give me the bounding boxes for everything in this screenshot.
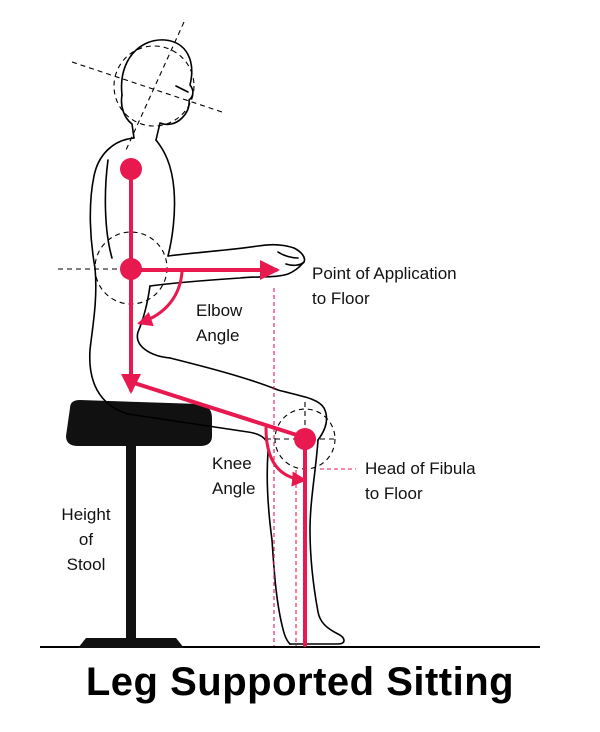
height-of-stool-label-line1: Height xyxy=(61,505,110,524)
elbow-angle-label-line1: Elbow xyxy=(196,301,243,320)
sitting-posture-figure: Point of Application to Floor Elbow Angl… xyxy=(40,21,540,648)
diagram-title: Leg Supported Sitting xyxy=(85,660,515,704)
body-segment-lines xyxy=(121,168,307,647)
elbow-joint-dot xyxy=(120,258,142,280)
knee-angle-label-line2: Angle xyxy=(212,479,255,498)
stool xyxy=(66,400,212,648)
head-of-fibula-label-line2: to Floor xyxy=(365,484,423,503)
head-of-fibula-label-line1: Head of Fibula xyxy=(365,459,476,478)
elbow-angle-label-line2: Angle xyxy=(196,326,239,345)
thigh-line xyxy=(129,380,305,439)
height-of-stool-label-line2: of xyxy=(79,530,93,549)
joint-markers xyxy=(120,158,316,450)
point-of-application-label-line2: to Floor xyxy=(312,289,370,308)
height-of-stool-label-line3: Stool xyxy=(67,555,106,574)
knee-joint-dot xyxy=(294,428,316,450)
shoulder-joint-dot xyxy=(120,158,142,180)
floor-reference-lines xyxy=(273,288,356,646)
knee-angle-label-line1: Knee xyxy=(212,454,252,473)
point-of-application-label-line1: Point of Application xyxy=(312,264,457,283)
elbow-angle-arc xyxy=(137,270,184,327)
knee-angle-arc xyxy=(264,426,307,487)
